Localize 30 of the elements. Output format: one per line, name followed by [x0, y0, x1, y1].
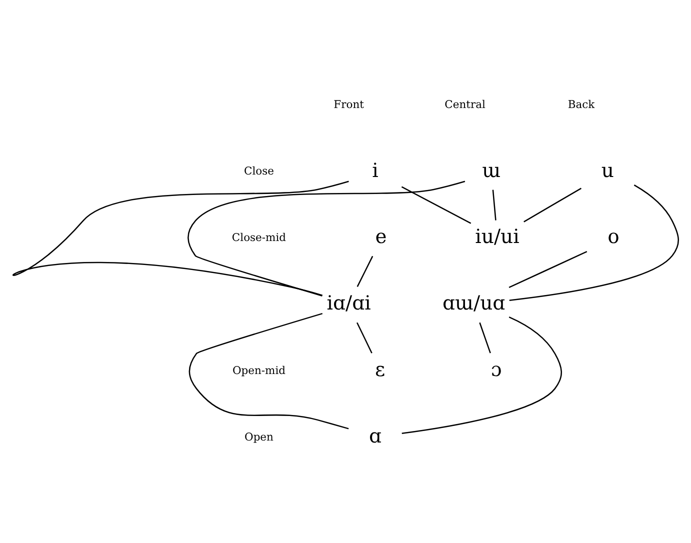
node-text: iɑ/ɑi: [326, 292, 371, 315]
node-text: e: [375, 225, 387, 248]
connector: [508, 250, 588, 288]
node-text: iu/ui: [475, 225, 520, 248]
connector: [14, 180, 349, 296]
node-text: u: [601, 158, 614, 182]
connector: [188, 312, 349, 430]
label: Open-mid: [232, 364, 286, 377]
connector: [402, 316, 562, 434]
node-text: ɑ: [368, 424, 382, 448]
connector: [188, 180, 466, 296]
connector: [356, 322, 372, 354]
label: Close: [244, 164, 274, 178]
node-text: o: [608, 225, 620, 248]
label: Open: [244, 430, 274, 444]
connector: [401, 186, 472, 224]
connector: [479, 322, 491, 354]
label: Front: [334, 98, 364, 112]
connector: [524, 188, 582, 222]
node-text: ɑɯ/uɑ: [442, 292, 506, 315]
label: Central: [444, 98, 486, 112]
connector: [356, 256, 374, 287]
connector: [492, 190, 496, 220]
connector: [509, 184, 679, 301]
node-text: ɛ: [375, 358, 386, 381]
node-text: i: [372, 158, 378, 182]
label: Close-mid: [232, 231, 286, 244]
label: Back: [568, 98, 595, 112]
node-text: ɯ: [482, 158, 501, 182]
node-text: ɔ: [490, 358, 502, 381]
